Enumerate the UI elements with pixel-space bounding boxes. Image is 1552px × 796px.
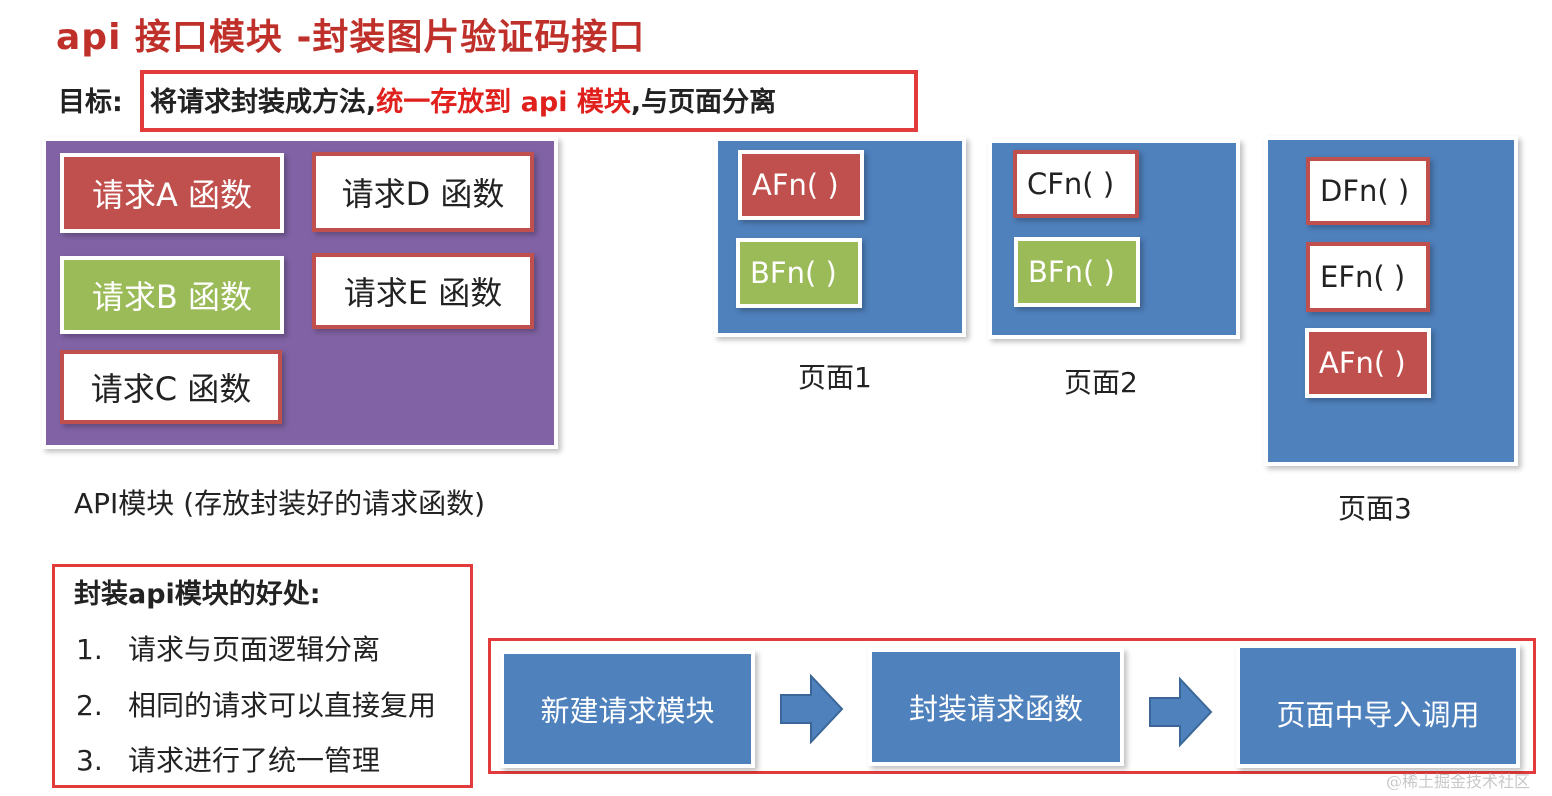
flow-step-create-module: 新建请求模块 — [500, 650, 755, 768]
page-3-afn: AFn( ) — [1305, 328, 1431, 398]
request-d-function: 请求D 函数 — [312, 152, 534, 232]
flow-step-wrap-function: 封装请求函数 — [868, 648, 1124, 766]
page-2-bfn: BFn( ) — [1014, 237, 1140, 307]
flow-step-import-call: 页面中导入调用 — [1236, 644, 1520, 768]
page-3-efn: EFn( ) — [1306, 242, 1430, 312]
page-1-afn: AFn( ) — [738, 150, 864, 220]
goal-text-part3: ,与页面分离 — [630, 87, 777, 118]
goal-label: 目标: — [58, 87, 123, 118]
right-arrow-icon — [779, 673, 845, 745]
page-3-caption: 页面3 — [1338, 492, 1412, 525]
benefit-text: 请求与页面逻辑分离 — [128, 633, 381, 666]
page-3-dfn: DFn( ) — [1306, 157, 1430, 225]
right-arrow-icon — [1148, 676, 1214, 748]
page-2-cfn: CFn( ) — [1013, 150, 1139, 218]
benefit-item: 3. 请求进行了统一管理 — [76, 739, 380, 779]
benefits-box — [52, 564, 473, 788]
goal-text: 将请求封装成方法,统一存放到 api 模块,与页面分离 — [150, 80, 776, 119]
benefits-title: 封装api模块的好处: — [74, 579, 321, 610]
benefit-number: 1. — [76, 633, 103, 666]
api-module-caption: API模块 (存放封装好的请求函数) — [74, 487, 486, 520]
slide-title: api 接口模块 -封装图片验证码接口 — [56, 17, 646, 58]
benefit-text: 相同的请求可以直接复用 — [128, 689, 437, 722]
benefit-item: 1. 请求与页面逻辑分离 — [76, 628, 380, 668]
benefit-item: 2. 相同的请求可以直接复用 — [76, 684, 436, 724]
benefit-text: 请求进行了统一管理 — [128, 744, 381, 777]
request-e-function: 请求E 函数 — [312, 253, 534, 329]
benefit-number: 2. — [76, 689, 103, 722]
goal-text-part1: 将请求封装成方法, — [150, 87, 377, 118]
flow-frame — [488, 638, 1536, 774]
page-1-bfn: BFn( ) — [736, 238, 862, 308]
goal-text-part2: 统一存放到 api 模块 — [376, 87, 631, 118]
request-b-function: 请求B 函数 — [60, 256, 284, 334]
goal-highlight-frame — [140, 70, 918, 132]
request-a-function: 请求A 函数 — [60, 153, 284, 233]
watermark: @稀土掘金技术社区 — [1386, 772, 1531, 791]
page-1-caption: 页面1 — [798, 361, 872, 394]
page-2-caption: 页面2 — [1064, 366, 1138, 399]
benefit-number: 3. — [76, 744, 103, 777]
request-c-function: 请求C 函数 — [60, 350, 282, 424]
